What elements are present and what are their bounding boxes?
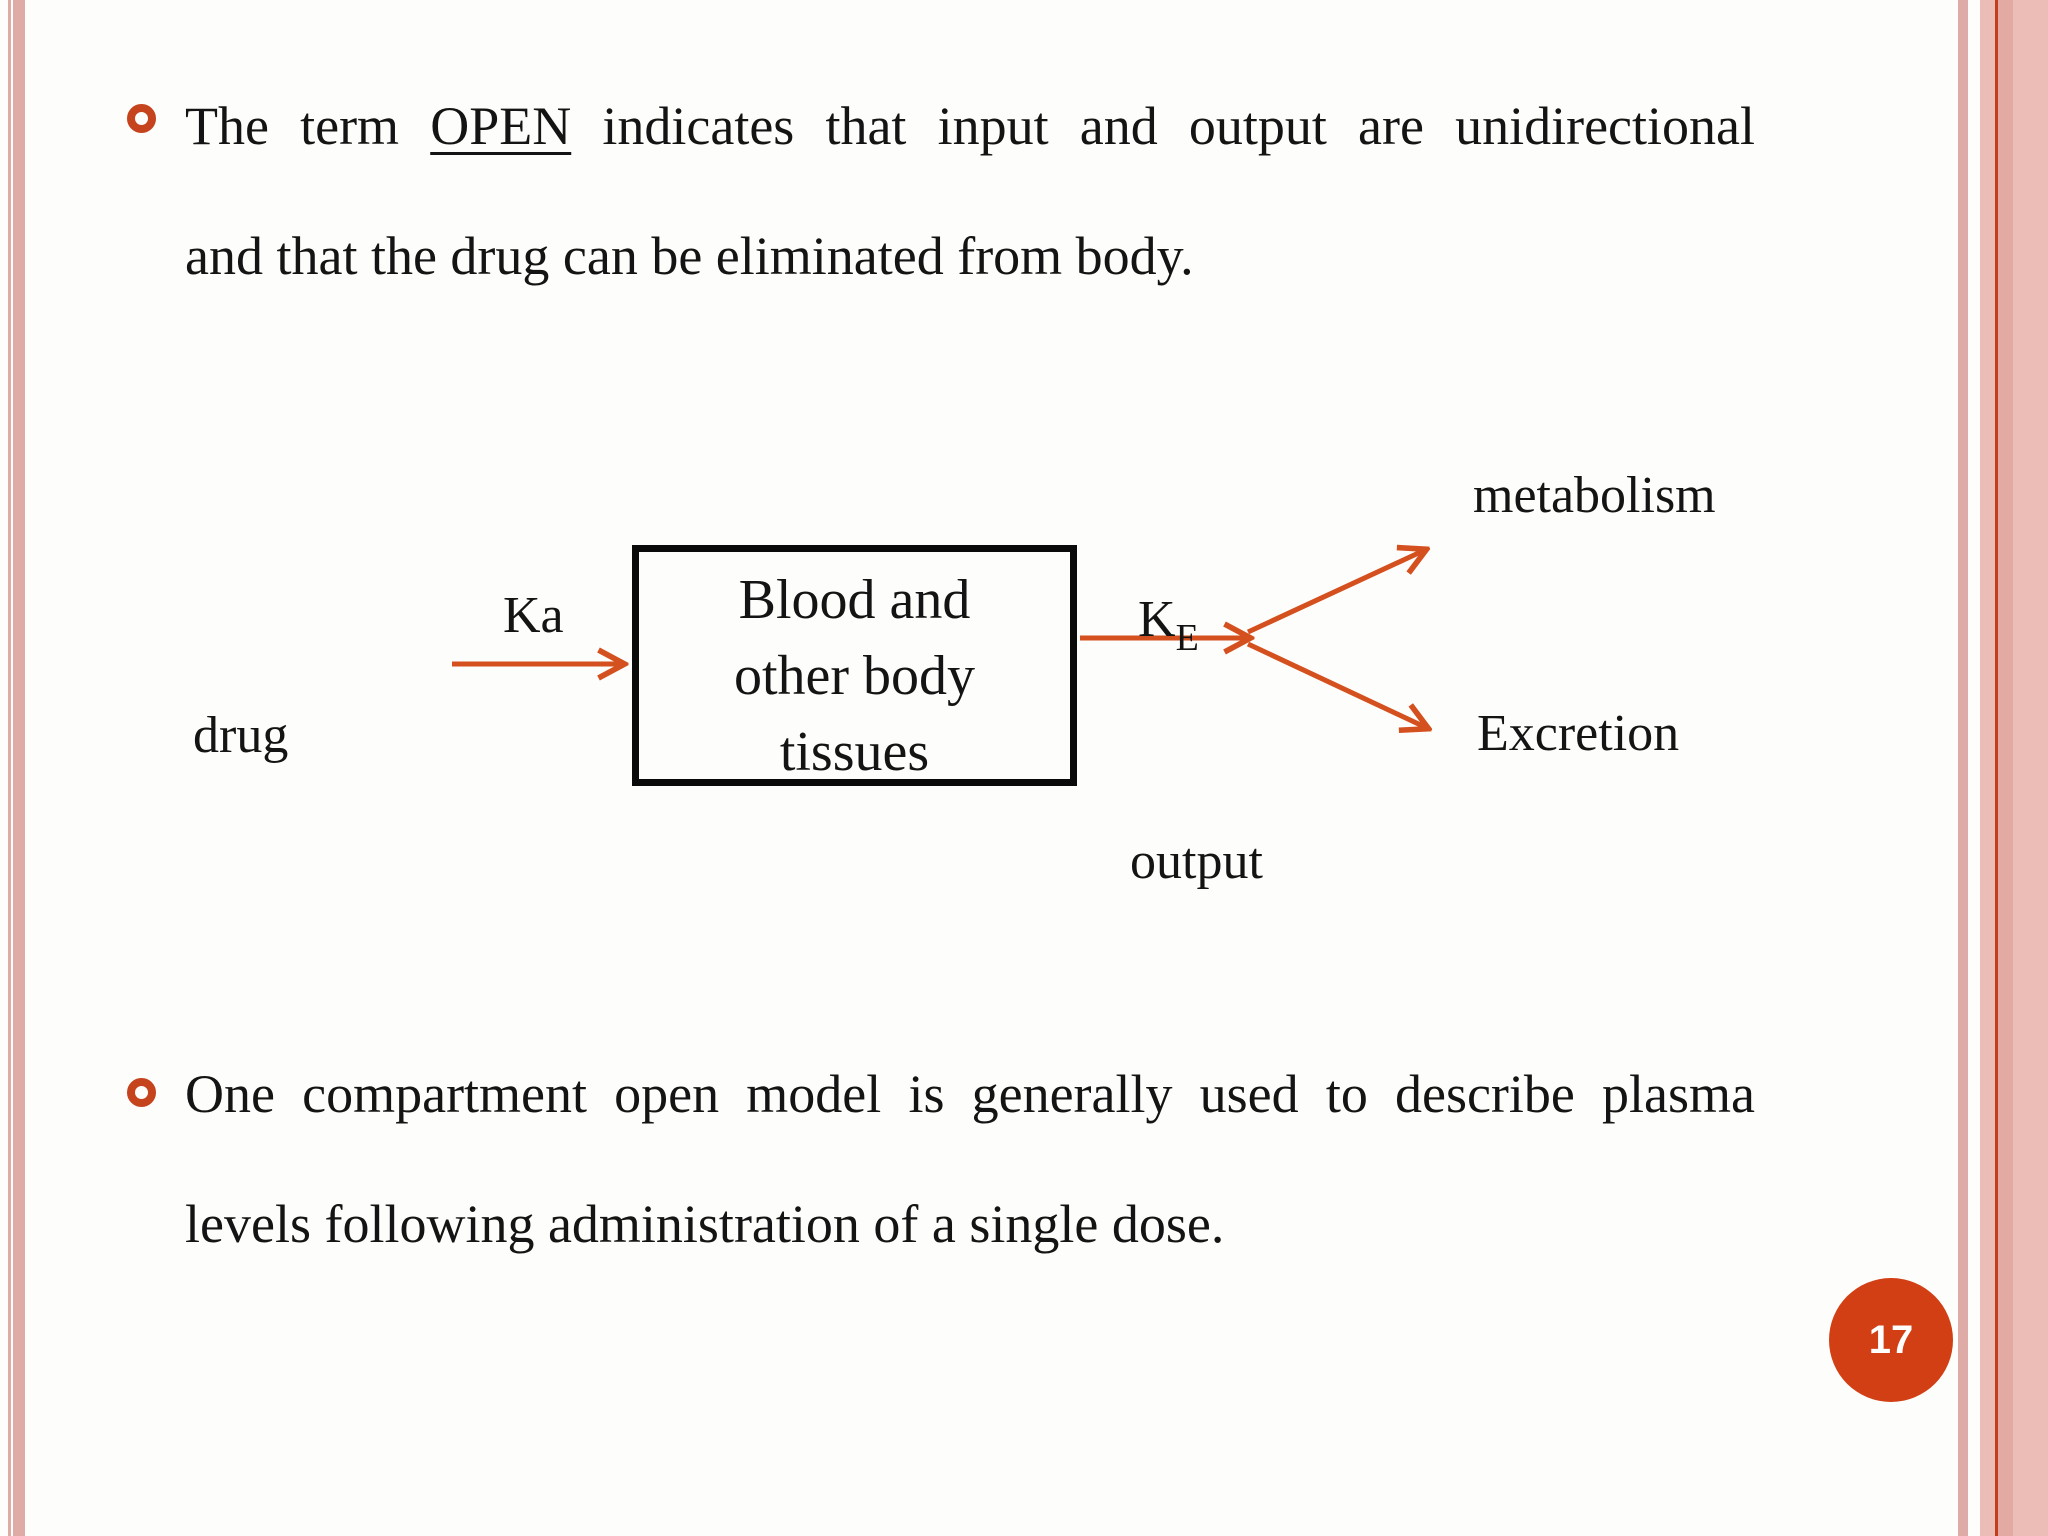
- ke-label-subscript: E: [1175, 617, 1199, 659]
- metabolism-label: metabolism: [1473, 467, 1716, 524]
- bullet1-line1-pre: The term: [185, 96, 431, 156]
- right-border-band-inner-stripe: [1998, 0, 2013, 1536]
- ka-rate-label: Ka: [503, 587, 564, 644]
- compartment-box-line2: other body: [733, 645, 976, 707]
- excretion-branch-arrow: [1246, 641, 1427, 728]
- bullet1-line2: and that the drug can be eliminated from…: [185, 226, 1194, 286]
- bullet2-line2: levels following administration of a sin…: [185, 1194, 1225, 1254]
- bullet-ring-1: [127, 104, 156, 133]
- compartment-box-line1: Blood and: [738, 569, 971, 631]
- bullet2-line1: One compartment open model is generally …: [185, 1064, 1755, 1124]
- left-border-wide-stripe: [13, 0, 25, 1536]
- bullet1-line1-post: indicates that input and output are unid…: [571, 96, 1755, 156]
- metabolism-branch-arrow: [1246, 550, 1425, 635]
- page-number: 17: [1868, 1317, 1914, 1362]
- bullet-ring-2: [127, 1078, 156, 1107]
- excretion-label: Excretion: [1477, 705, 1680, 762]
- compartment-box: Blood and other body tissues: [632, 545, 1077, 786]
- bullet1-term-open: OPEN: [430, 96, 572, 156]
- drug-label: drug: [193, 707, 289, 764]
- right-border-accent-line: [1995, 0, 1998, 1536]
- page-number-badge: 17: [1829, 1278, 1953, 1402]
- ke-rate-label: KE: [1138, 592, 1199, 666]
- ke-label-main: K: [1138, 591, 1176, 648]
- output-label: output: [1130, 833, 1263, 890]
- left-border-thin-stripe: [8, 0, 11, 1536]
- right-border-band: [1980, 0, 2048, 1536]
- right-border-thin-stripe: [1958, 0, 1968, 1536]
- bullet1-line1: The term OPEN indicates that input and o…: [185, 90, 1755, 166]
- compartment-box-line3: tissues: [779, 721, 930, 783]
